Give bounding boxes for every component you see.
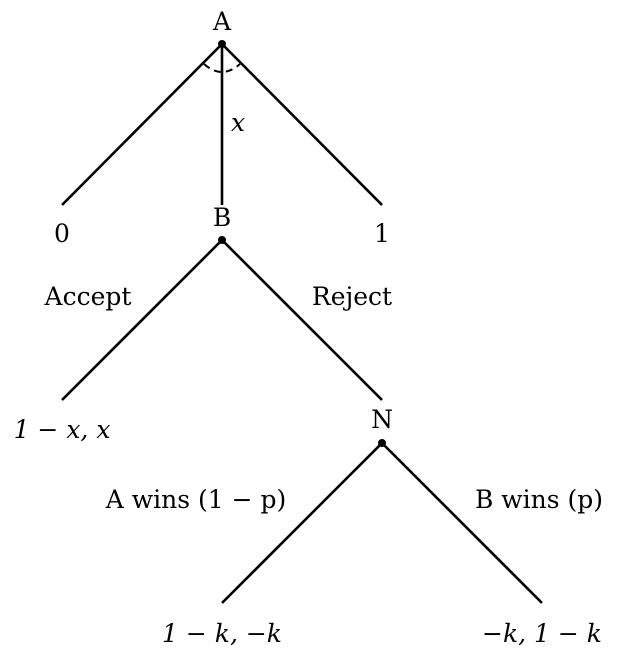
offer-low-label: 0 — [54, 219, 70, 248]
edge-b-accept — [61, 239, 223, 401]
node-b-dot — [218, 236, 226, 244]
continuum-arc — [203, 63, 241, 73]
edge-b-reject — [221, 239, 383, 401]
node-b-label: B — [213, 203, 231, 232]
edge-a-to-0 — [61, 43, 223, 206]
edge-n-a-wins — [221, 442, 383, 604]
payoff-accept: 1 − x, x — [14, 415, 111, 444]
node-a-label: A — [212, 7, 232, 36]
offer-mid-label: x — [231, 108, 245, 137]
payoff-a-wins: 1 − k, −k — [162, 619, 282, 648]
node-n-dot — [378, 439, 386, 447]
b-wins-label: B wins (p) — [475, 485, 603, 514]
node-n-label: N — [371, 405, 393, 434]
reject-label: Reject — [312, 282, 392, 311]
edge-n-b-wins — [381, 442, 543, 604]
edge-a-to-1 — [221, 43, 383, 206]
offer-high-label: 1 — [374, 219, 390, 248]
node-a-dot — [218, 40, 226, 48]
a-wins-label: A wins (1 − p) — [105, 485, 287, 514]
payoff-b-wins: −k, 1 − k — [482, 619, 602, 648]
accept-label: Accept — [44, 282, 132, 311]
